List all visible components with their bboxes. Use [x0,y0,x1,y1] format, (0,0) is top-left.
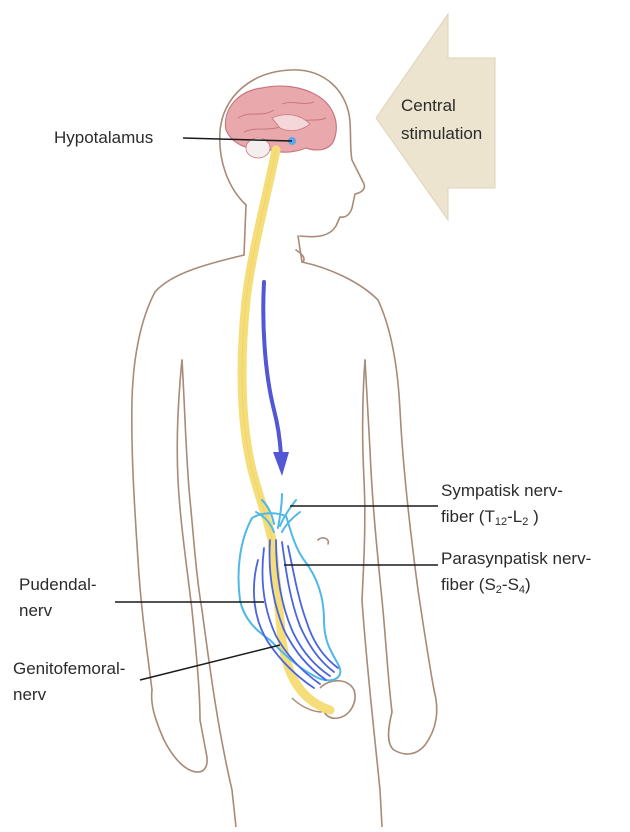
pudendal-line2: nerv [19,598,97,624]
sympathetic-sub1: 12 [495,516,507,528]
parasympathetic-prefix: fiber (S [441,575,496,594]
parasympathetic-suffix: ) [525,575,531,594]
sympathetic-line1: Sympatisk nerv- [441,478,563,504]
descending-signal-arrow [263,282,281,455]
parasympathetic-fibers [254,540,338,688]
parasympathetic-label: Parasynpatisk nerv- fiber (S2-S4) [441,546,591,603]
body-outline [132,70,437,827]
pudendal-line1: Pudendal- [19,572,97,598]
central-stimulation-label: Central stimulation [401,92,482,148]
parasympathetic-line2: fiber (S2-S4) [441,572,591,603]
hypothalamus-label: Hypotalamus [54,127,153,149]
spinal-cord [242,150,330,710]
sympathetic-line2: fiber (T12-L2 ) [441,504,563,535]
sympathetic-suffix: ) [528,507,538,526]
central-label-line1: Central [401,92,482,120]
sympathetic-label: Sympatisk nerv- fiber (T12-L2 ) [441,478,563,535]
genitofemoral-line1: Genitofemoral- [13,656,125,682]
genitofemoral-label: Genitofemoral- nerv [13,656,125,708]
parasympathetic-dash: -S [502,575,519,594]
pudendal-label: Pudendal- nerv [19,572,97,624]
genitofemoral-leader [140,645,280,680]
sympathetic-dash: -L [507,507,522,526]
arrow-head [273,452,289,476]
genitofemoral-line2: nerv [13,682,125,708]
central-label-line2: stimulation [401,120,482,148]
sympathetic-prefix: fiber (T [441,507,495,526]
parasympathetic-line1: Parasynpatisk nerv- [441,546,591,572]
brain [225,86,336,158]
